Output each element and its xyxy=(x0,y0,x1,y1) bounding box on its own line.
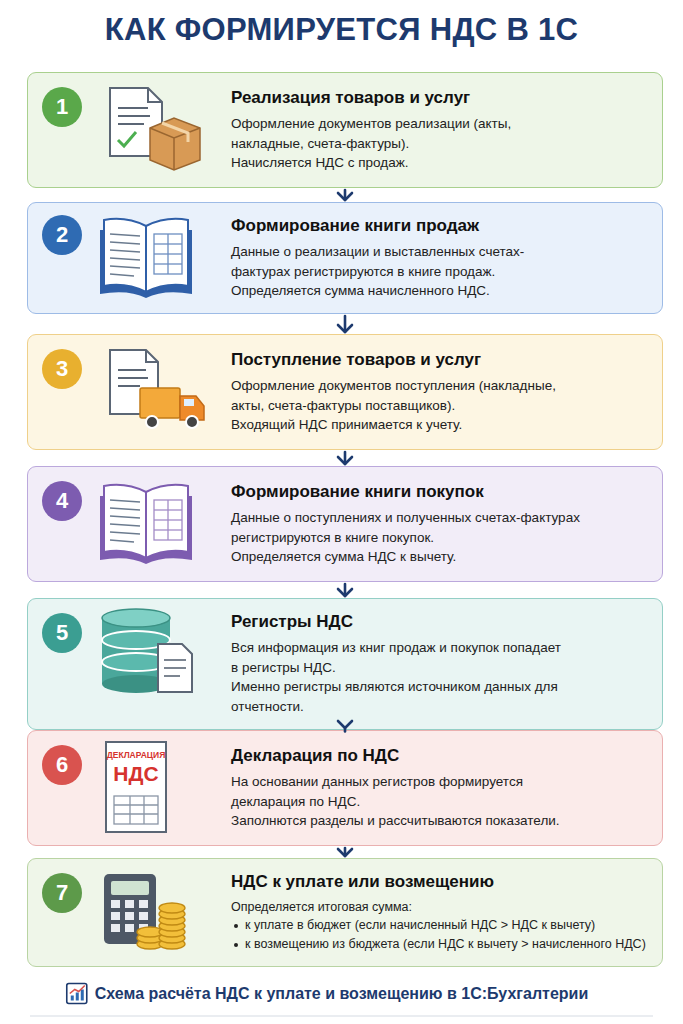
step-heading: Реализация товаров и услуг xyxy=(231,87,521,108)
step-card: Поступление товаров и услугОформление до… xyxy=(27,334,663,450)
step-text: На основании данных регистров формируетс… xyxy=(231,772,581,811)
step-number-text: 2 xyxy=(56,222,68,248)
bullet-item: к возмещению из бюджета (если НДС к выче… xyxy=(231,935,671,954)
step-text: Заполнются разделы и рассчитываются пока… xyxy=(231,811,581,831)
step-card: Формирование книги покупокДанные о посту… xyxy=(27,466,663,582)
step-text: Оформление документов реализации (акты, … xyxy=(231,114,521,153)
step-number-text: 1 xyxy=(56,94,68,120)
database-icon xyxy=(102,609,170,693)
step-card: Формирование книги продажДанные о реализ… xyxy=(27,202,663,314)
bullet-dot xyxy=(234,943,238,947)
step-text: Данные о реализации и выставленных счета… xyxy=(231,242,581,281)
bullet-dot xyxy=(234,924,238,928)
arrow-head xyxy=(338,849,352,856)
step-heading: Формирование книги покупок xyxy=(231,481,581,502)
flow-arrow xyxy=(338,848,352,856)
step-number-text: 7 xyxy=(56,880,68,906)
step-number: 6 xyxy=(42,745,82,785)
step-heading: Формирование книги продаж xyxy=(231,215,581,236)
step-text-column: Поступление товаров и услугОформление до… xyxy=(231,349,571,435)
flow-arrow xyxy=(338,452,352,464)
footer-rule xyxy=(30,1016,653,1017)
document-icon xyxy=(110,350,158,414)
document-icon xyxy=(158,644,192,692)
step-card: Реализация товаров и услугОформление док… xyxy=(27,72,663,188)
step-number: 3 xyxy=(42,349,82,389)
arrow-head xyxy=(338,589,352,596)
arrow-line xyxy=(344,190,347,200)
step-heading: Декларация по НДС xyxy=(231,745,581,766)
arrow-line xyxy=(344,584,347,596)
step-text-column: Формирование книги продажДанные о реализ… xyxy=(231,215,581,301)
icon-label: ДЕКЛАРАЦИЯ xyxy=(106,750,166,760)
step-text-column: Реализация товаров и услугОформление док… xyxy=(231,87,521,173)
arrow-line xyxy=(344,452,347,464)
book-icon xyxy=(100,485,192,564)
flow-arrow xyxy=(338,721,352,732)
step-heading: НДС к уплате или возмещению xyxy=(231,871,671,892)
step-text: Определяется сумма начисленного НДС. xyxy=(231,281,581,301)
box-icon xyxy=(150,118,200,170)
arrow-head xyxy=(338,193,352,200)
step-number: 4 xyxy=(42,481,82,521)
diagram-title: КАК ФОРМИРУЕТСЯ НДС В 1С xyxy=(0,12,683,48)
book-icon xyxy=(100,219,192,298)
arrow-line xyxy=(344,316,347,332)
step-number: 7 xyxy=(42,873,82,913)
bullet-item: к уплате в бюджет (если начисленный НДС … xyxy=(231,916,671,935)
step-card: Регистры НДС Вся информация из книг прода… xyxy=(27,598,663,730)
flow-arrow xyxy=(338,584,352,596)
step-text-column: Формирование книги покупокДанные о посту… xyxy=(231,481,581,567)
flow-arrow xyxy=(338,316,352,332)
step-text: Входящий НДС принимается к учету. xyxy=(231,415,571,435)
step-text: Данные о поступлениях и полученных счета… xyxy=(231,508,581,547)
icon-label: НДС xyxy=(106,762,166,786)
step-text-column: НДС к уплате или возмещениюОпределяется … xyxy=(231,871,671,954)
arrow-head xyxy=(338,721,352,728)
step-text-column: Регистры НДС Вся информация из книг прода… xyxy=(231,611,561,717)
step-number: 2 xyxy=(42,215,82,255)
step-text-column: Декларация по НДС На основании данных рег… xyxy=(231,745,581,831)
step-number-text: 3 xyxy=(56,356,68,382)
step-number-text: 5 xyxy=(56,620,68,646)
step-heading: Регистры НДС xyxy=(231,611,561,632)
step-text: Начисляется НДС с продаж. xyxy=(231,153,521,173)
step-number: 1 xyxy=(42,87,82,127)
step-text: Вся информация из книг продаж и покупок … xyxy=(231,638,561,677)
step-number-text: 4 xyxy=(56,488,68,514)
coins-icon xyxy=(137,903,185,949)
diagram-caption: Схема расчёта НДС к уплате и возмещению … xyxy=(0,985,683,1003)
step-text: к возмещению из бюджета (если НДС к выче… xyxy=(245,937,646,951)
step-text: Определяется итоговая сумма: xyxy=(231,898,671,916)
step-text: Определяется сумма НДС к вычету. xyxy=(231,547,581,567)
chart-icon xyxy=(67,984,87,1004)
step-card: НДС к уплате или возмещениюОпределяется … xyxy=(27,858,663,967)
step-text: Именно регистры являются источником данн… xyxy=(231,677,561,716)
arrow-head xyxy=(338,457,352,464)
step-number-text: 6 xyxy=(56,752,68,778)
truck-icon xyxy=(140,388,204,428)
arrow-head xyxy=(338,325,352,332)
step-text: Оформление документов поступления (накла… xyxy=(231,376,571,415)
arrow-line xyxy=(344,728,347,732)
step-card: Декларация по НДС На основании данных рег… xyxy=(27,730,663,846)
document-icon xyxy=(110,88,162,156)
arrow-line xyxy=(344,848,347,856)
flow-arrow xyxy=(338,190,352,200)
calculator-icon xyxy=(104,874,156,944)
step-heading: Поступление товаров и услуг xyxy=(231,349,571,370)
declaration-icon xyxy=(106,742,166,832)
step-number: 5 xyxy=(42,613,82,653)
caption-text: Схема расчёта НДС к уплате и возмещению … xyxy=(95,985,588,1002)
step-text: к уплате в бюджет (если начисленный НДС … xyxy=(245,918,595,932)
